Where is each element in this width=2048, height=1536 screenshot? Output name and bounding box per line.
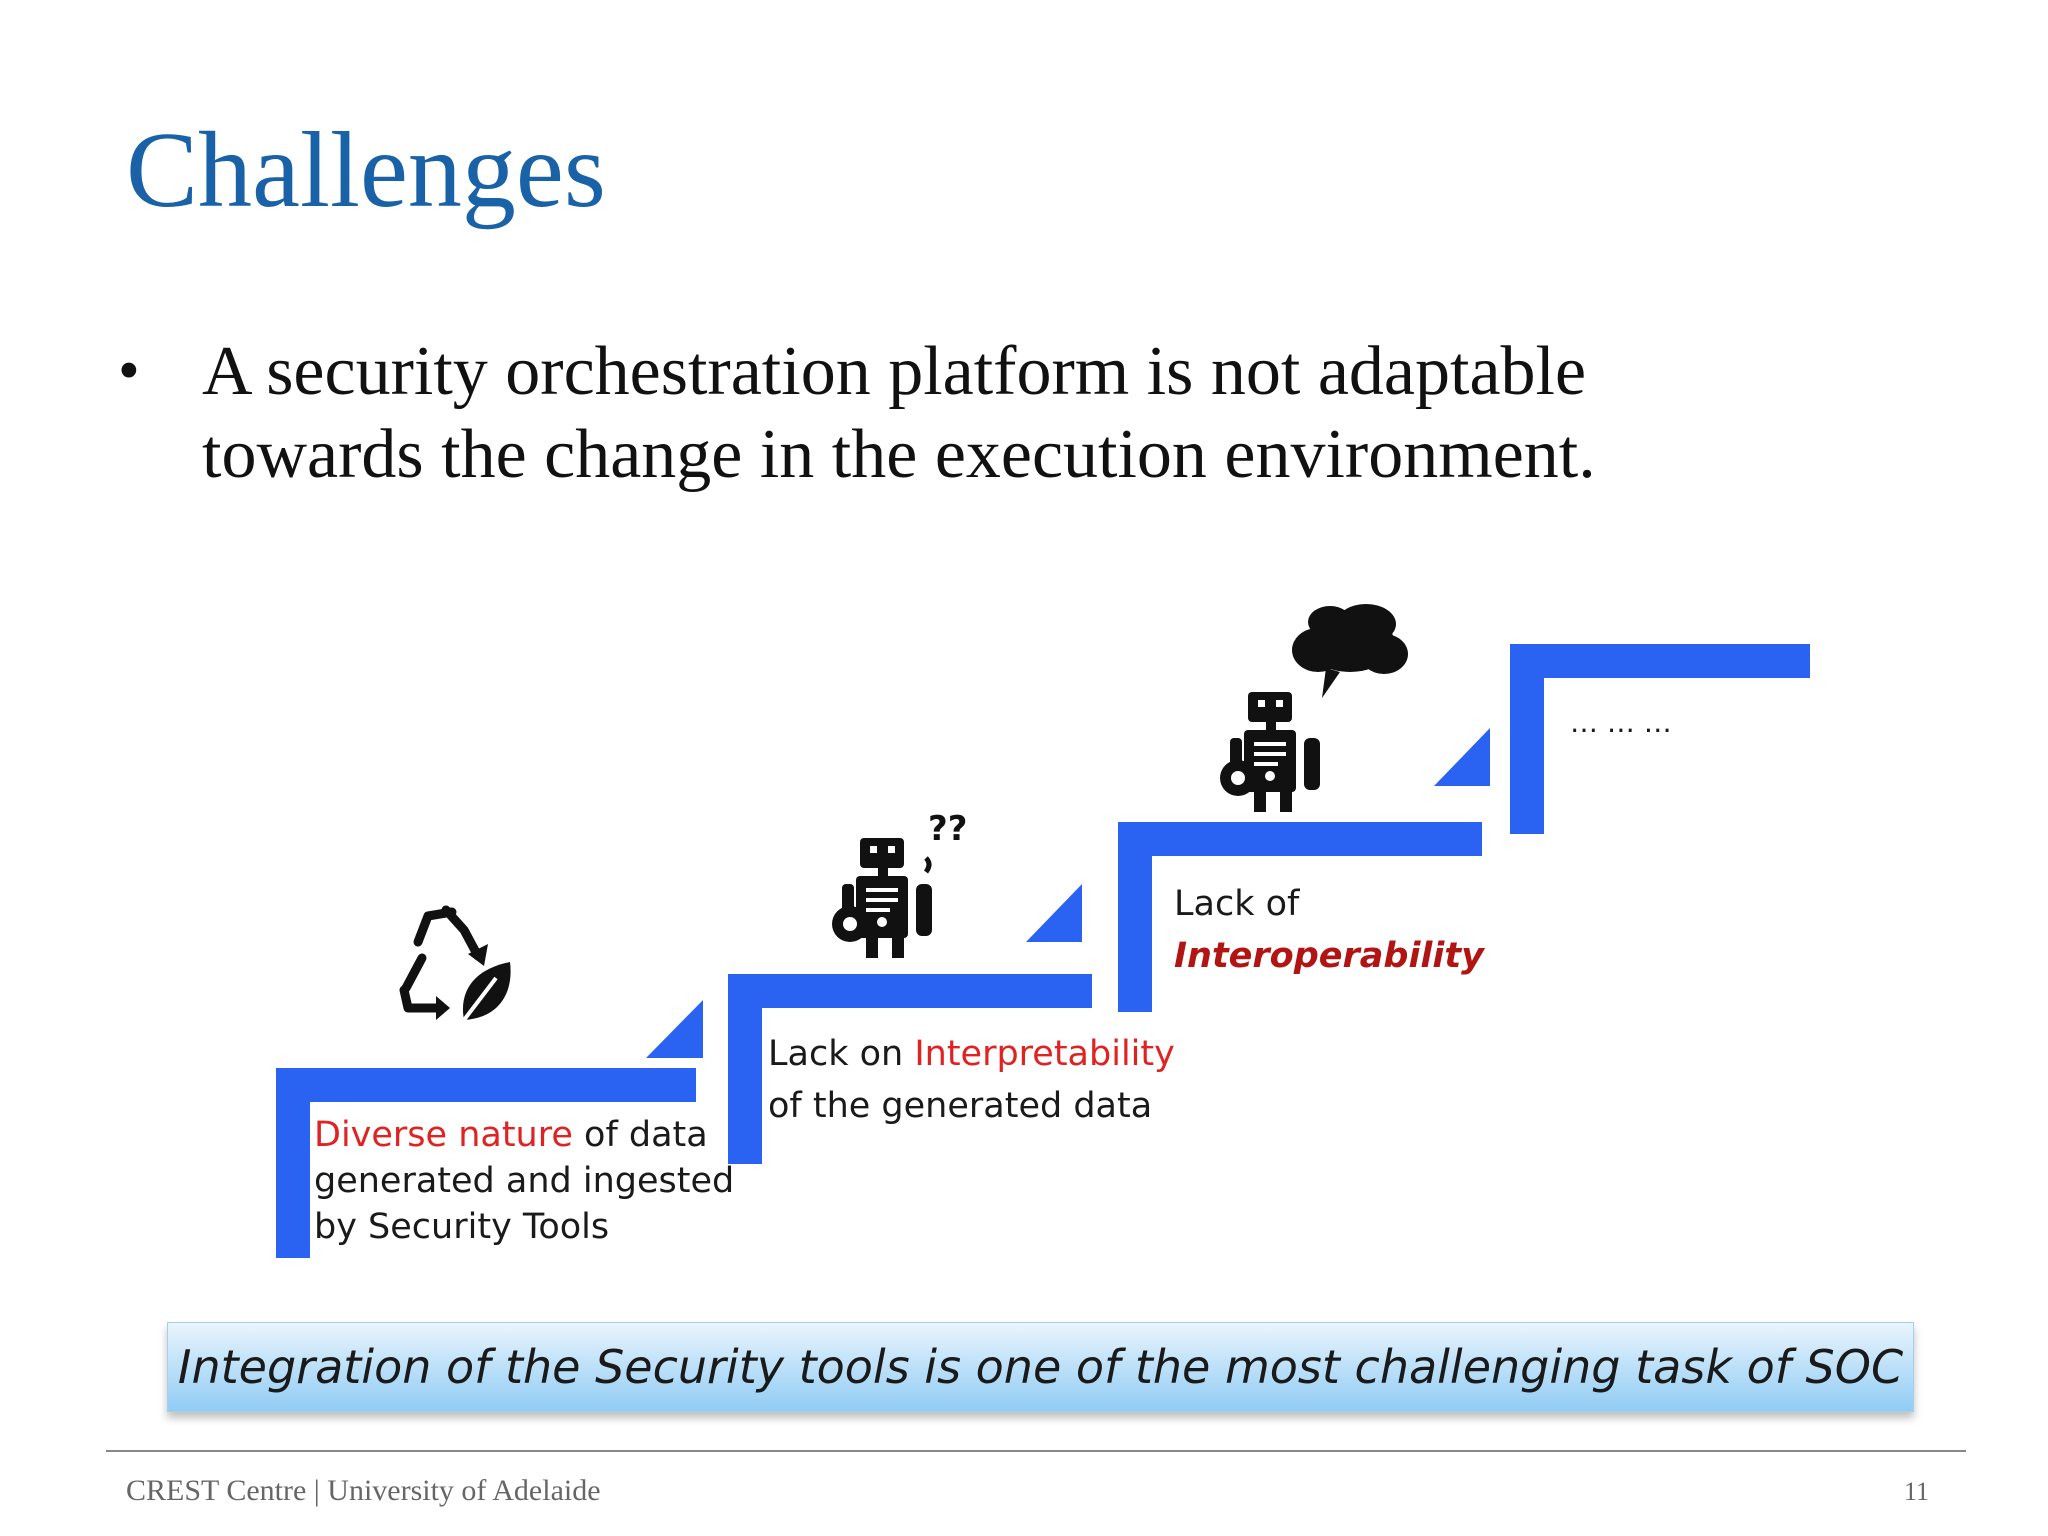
step-1-label: Diverse nature of data generated and ing… [314,1112,734,1250]
step-1-line-3: by Security Tools [314,1207,610,1247]
thinking-robot-icon [1220,692,1320,812]
stair-step-2 [728,884,1092,1164]
recycle-leaf-icon [399,905,511,1022]
slide-title: Challenges [126,111,606,230]
stair-step-3 [1118,728,1490,1012]
step-1-highlight: Diverse nature [314,1115,573,1155]
confused-robot-icon: ?? [832,809,967,958]
footer-divider [106,1450,1966,1452]
bullet-line-1: A security orchestration platform is not… [202,333,1587,410]
conclusion-banner: Integration of the Security tools is one… [167,1322,1914,1412]
step-1-text: of data [572,1115,708,1155]
step-2-highlight: Interpretability [914,1034,1175,1074]
footer-source: CREST Centre | University of Adelaide [126,1474,601,1507]
step-3-label: Lack of Interoperability [1174,878,1484,982]
bullet-text: A security orchestration platform is not… [202,330,1802,496]
staircase-diagram: ?? [276,604,1810,1258]
step-2-label: Lack on Interpretability of the generate… [768,1028,1175,1132]
step-3-line-1: Lack of [1174,884,1300,924]
bullet-line-2: towards the change in the execution envi… [202,416,1596,493]
step-1-line-2: generated and ingested [314,1161,735,1201]
step-2-prefix: Lack on [768,1034,915,1074]
step-3-highlight: Interoperability [1174,936,1484,976]
thought-bubble-icon [1292,604,1408,698]
bullet-marker: • [118,337,140,405]
conclusion-text: Integration of the Security tools is one… [177,1340,1904,1394]
step-2-line-2: of the generated data [768,1086,1153,1126]
step-4-label: … … … [1570,700,1672,746]
stair-step-1 [276,1000,703,1258]
question-marks: ?? [928,809,967,849]
step-4-ellipsis: … … … [1570,706,1672,739]
stair-step-4 [1510,644,1810,834]
page-number: 11 [1904,1477,1930,1506]
